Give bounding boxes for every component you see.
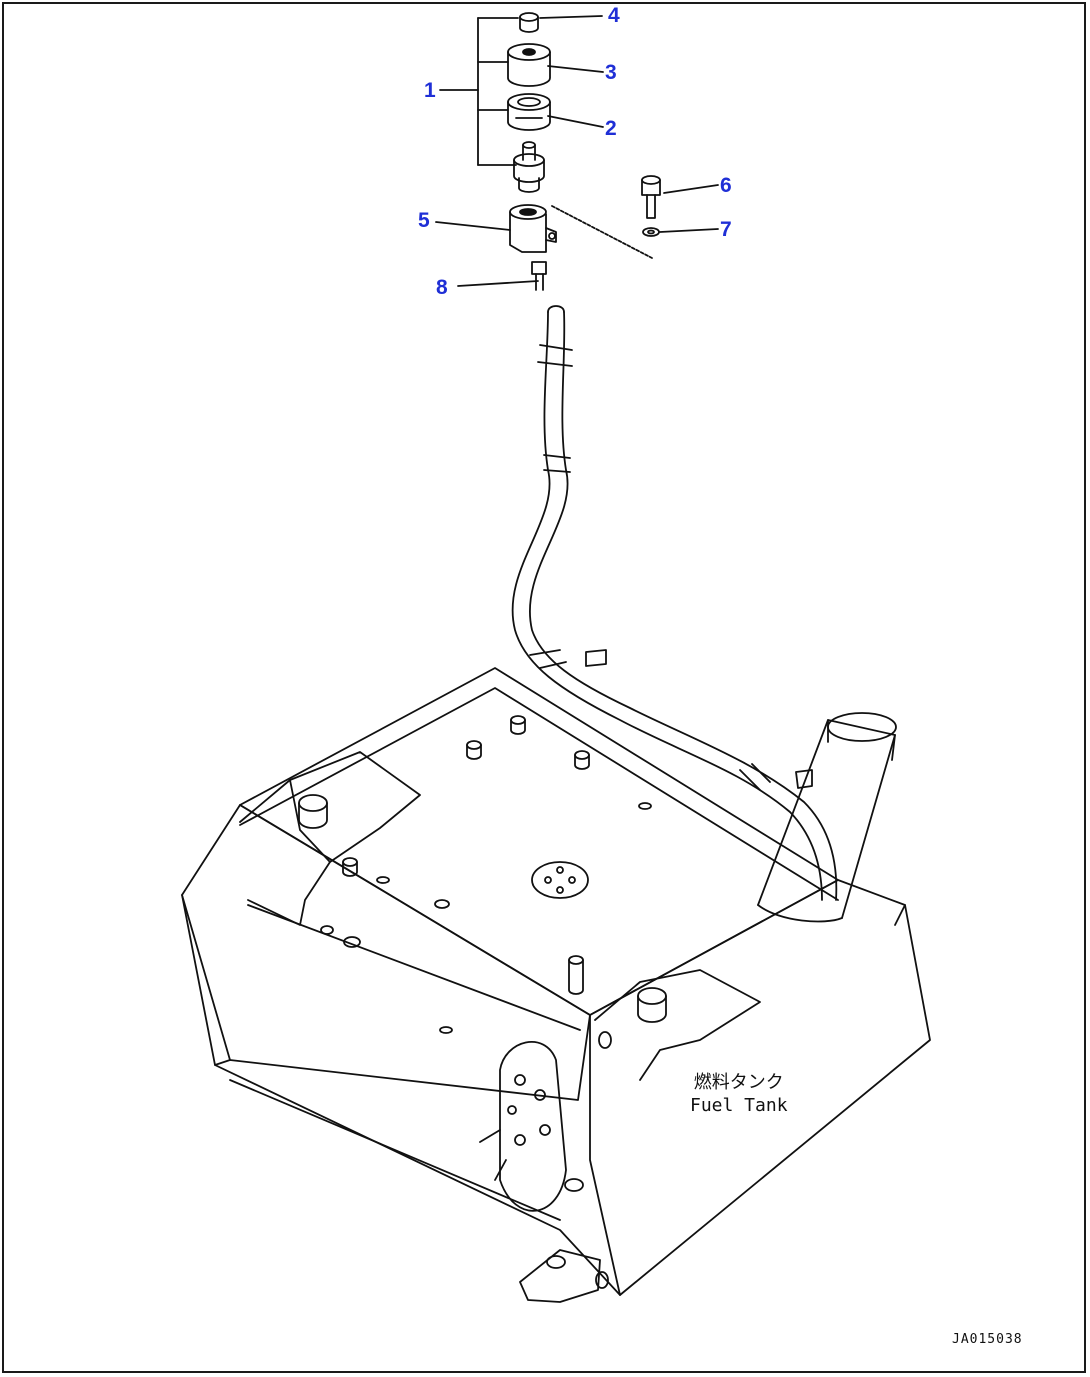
tank-studs <box>320 715 652 1049</box>
leader-lines <box>435 15 719 287</box>
breather-hose <box>511 305 838 901</box>
callout-7: 7 <box>720 218 732 241</box>
callout-2: 2 <box>605 117 617 140</box>
callout-3: 3 <box>605 61 617 84</box>
callout-1: 1 <box>424 79 436 102</box>
part-4-cap <box>519 12 539 33</box>
callout-5: 5 <box>418 209 430 232</box>
drawing-id: JA015038 <box>952 1332 1023 1347</box>
fuel-tank-label: 燃料タンク Fuel Tank <box>690 1072 788 1117</box>
fuel-tank-label-japanese: 燃料タンク <box>693 1072 784 1093</box>
part-7-washer <box>642 227 660 237</box>
part-3-cushion <box>507 43 551 87</box>
callout-8: 8 <box>436 276 448 299</box>
breather-valve <box>513 141 545 193</box>
part-8-fitting <box>531 261 547 291</box>
fuel-tank-label-english: Fuel Tank <box>690 1094 788 1116</box>
part-6-bolt <box>641 175 661 219</box>
part-5-block <box>509 204 557 253</box>
part-2-cushion <box>507 93 551 131</box>
callout-6: 6 <box>720 174 732 197</box>
fuel-tank <box>181 667 931 1303</box>
callout-4: 4 <box>608 4 620 27</box>
